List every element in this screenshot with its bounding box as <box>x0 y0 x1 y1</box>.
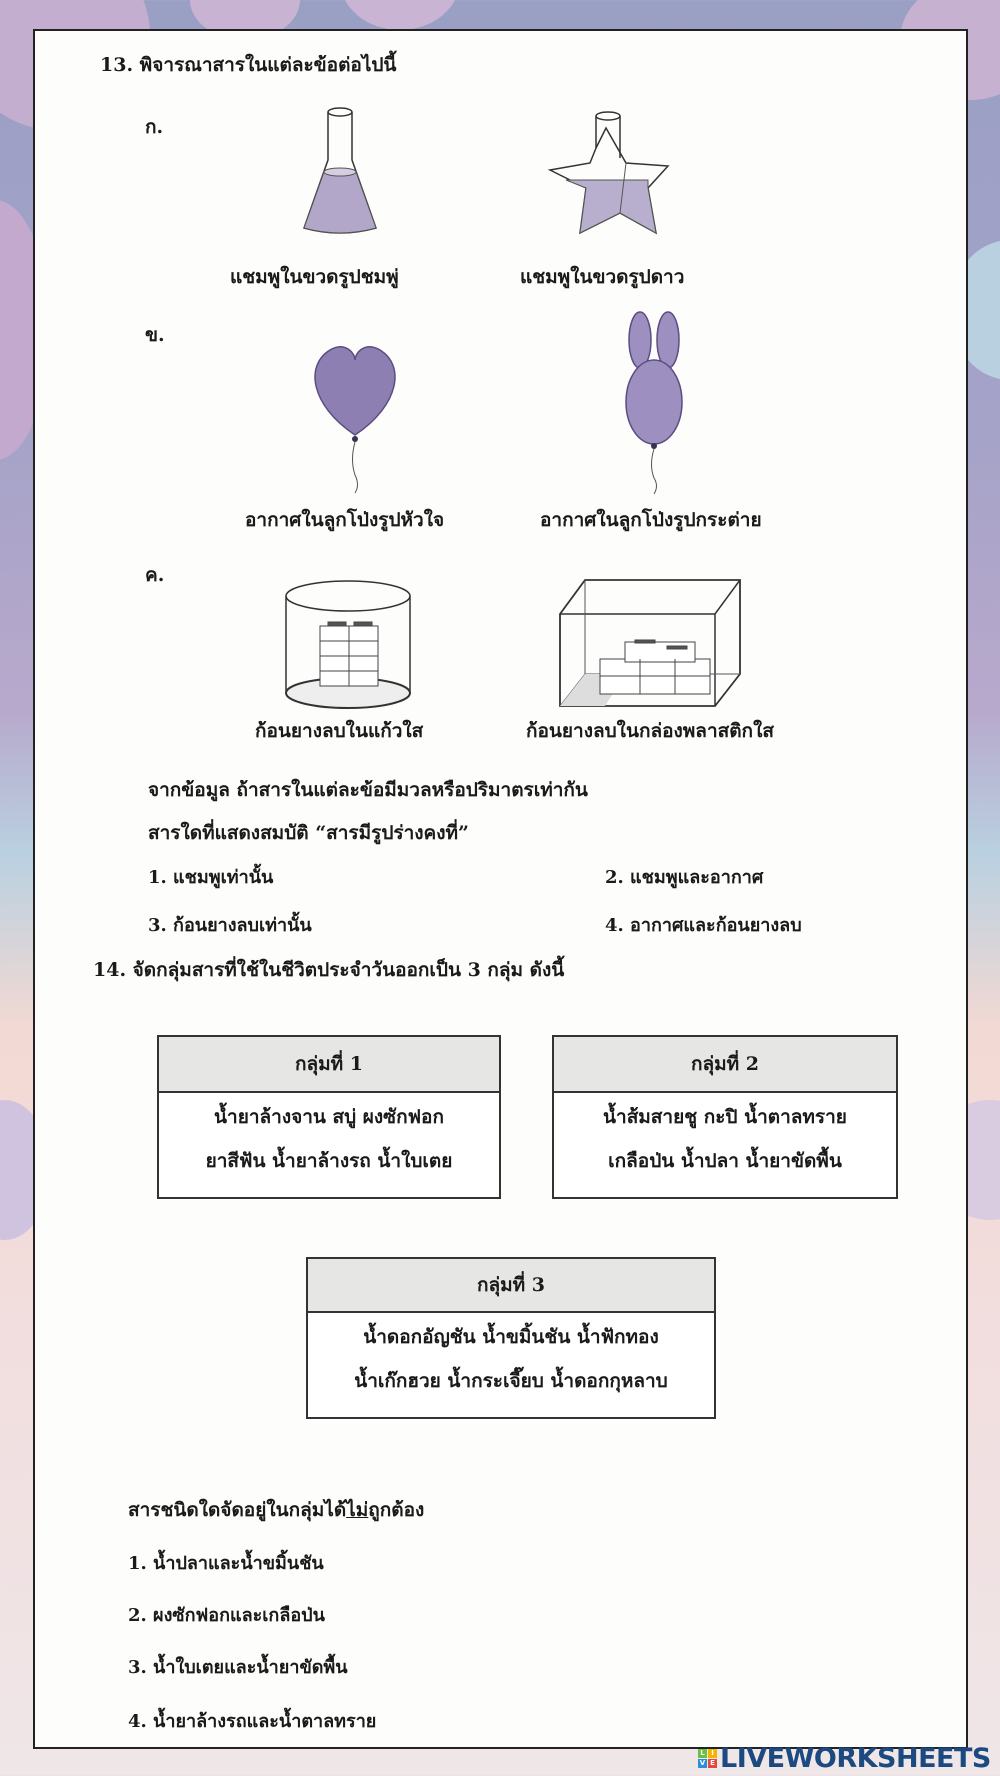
group-1-line1: น้ำยาล้างจาน สบู่ ผงซักฟอก <box>214 1106 444 1128</box>
group-1-box: กลุ่มที่ 1 น้ำยาล้างจาน สบู่ ผงซักฟอก ยา… <box>157 1035 501 1199</box>
caption-shampoo-star: แชมพูในขวดรูปดาว <box>520 266 685 288</box>
question-14-prompt: สารชนิดใดจัดอยู่ในกลุ่มได้ไม่ถูกต้อง <box>128 1495 424 1525</box>
q14-option-3[interactable]: 3. น้ำใบเตยและน้ำยาขัดพื้น <box>128 1657 348 1678</box>
caption-air-heart: อากาศในลูกโป่งรูปหัวใจ <box>245 509 445 531</box>
group-3-line2: น้ำเก๊กฮวย น้ำกระเจี๊ยบ น้ำดอกกุหลาบ <box>354 1370 668 1392</box>
caption-erasers-box: ก้อนยางลบในกล่องพลาสติกใส <box>526 720 774 742</box>
item-label-a: ก. <box>145 116 164 138</box>
caption-erasers-glass: ก้อนยางลบในแก้วใส <box>255 720 424 742</box>
bunny-balloon-icon <box>625 311 683 495</box>
q13-option-4[interactable]: 4. อากาศและก้อนยางลบ <box>605 915 802 936</box>
group-2-line1: น้ำส้มสายชู กะปิ น้ำตาลทราย <box>603 1106 847 1128</box>
question-13-prompt-line1: จากข้อมูล ถ้าสารในแต่ละข้อมีมวลหรือปริมา… <box>148 779 588 801</box>
item-label-c: ค. <box>145 564 165 586</box>
question-13-title: 13. พิจารณาสารในแต่ละข้อต่อไปนี้ <box>100 54 397 76</box>
group-3-header: กลุ่มที่ 3 <box>308 1259 714 1313</box>
question-14-title: 14. จัดกลุ่มสารที่ใช้ในชีวิตประจำวันออกเ… <box>93 959 565 981</box>
group-1-header: กลุ่มที่ 1 <box>159 1037 499 1093</box>
group-3-line1: น้ำดอกอัญชัน น้ำขมิ้นชัน น้ำฟักทอง <box>363 1326 659 1348</box>
question-13-prompt-line2: สารใดที่แสดงสมบัติ “สารมีรูปร่างคงที่” <box>148 822 469 844</box>
group-2-header: กลุ่มที่ 2 <box>554 1037 896 1093</box>
group-1-line2: ยาสีฟัน น้ำยาล้างรถ น้ำใบเตย <box>205 1150 453 1172</box>
caption-air-bunny: อากาศในลูกโป่งรูปกระต่าย <box>540 509 762 531</box>
q14-option-4[interactable]: 4. น้ำยาล้างรถและน้ำตาลทราย <box>128 1711 377 1732</box>
worksheet-page <box>33 29 968 1749</box>
background-blob <box>340 0 460 30</box>
group-2-line2: เกลือป่น น้ำปลา น้ำยาขัดพื้น <box>608 1150 842 1172</box>
item-label-b: ข. <box>145 324 165 346</box>
star-bottle-icon <box>547 111 670 235</box>
liveworksheets-logo[interactable]: L I V E LIVEWORKSHEETS <box>698 1742 991 1774</box>
group-2-box: กลุ่มที่ 2 น้ำส้มสายชู กะปิ น้ำตาลทราย เ… <box>552 1035 898 1199</box>
erasers-in-glass-icon <box>285 580 411 709</box>
q13-option-3[interactable]: 3. ก้อนยางลบเท่านั้น <box>148 915 312 936</box>
q13-option-1[interactable]: 1. แชมพูเท่านั้น <box>148 867 274 888</box>
group-3-box: กลุ่มที่ 3 น้ำดอกอัญชัน น้ำขมิ้นชัน น้ำฟ… <box>306 1257 716 1419</box>
prompt-before: สารชนิดใดจัดอยู่ในกลุ่มได้ <box>128 1499 347 1521</box>
q13-option-2[interactable]: 2. แชมพูและอากาศ <box>605 867 764 888</box>
logo-text: LIVEWORKSHEETS <box>720 1742 991 1774</box>
caption-shampoo-flask: แชมพูในขวดรูปชมพู่ <box>230 266 399 288</box>
q14-option-2[interactable]: 2. ผงซักฟอกและเกลือป่น <box>128 1605 325 1626</box>
prompt-after: ถูกต้อง <box>368 1499 425 1521</box>
heart-balloon-icon <box>314 346 396 494</box>
erasers-in-box-icon <box>559 579 741 707</box>
prompt-underlined-not: ไม่ <box>346 1499 369 1521</box>
live-tiles-icon: L I V E <box>698 1748 717 1768</box>
conical-flask-icon <box>303 107 377 234</box>
q14-option-1[interactable]: 1. น้ำปลาและน้ำขมิ้นชัน <box>128 1553 324 1574</box>
